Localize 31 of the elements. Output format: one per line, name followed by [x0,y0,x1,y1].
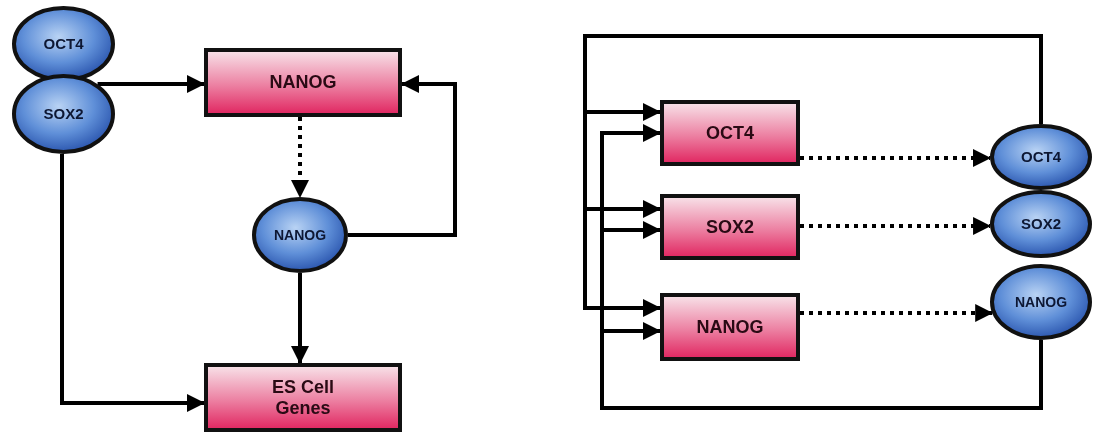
arrow [291,273,309,364]
protein-label: OCT4 [1021,148,1061,166]
protein-ellipse [990,190,1092,258]
gene-box [660,100,800,166]
protein-ellipse [252,197,348,273]
protein-label: NANOG [273,226,327,244]
protein-label: OCT4 [43,35,84,53]
gene-box [204,363,402,432]
arrow [97,75,205,93]
arrow [583,34,1043,317]
arrow [600,322,1043,410]
gene-label: NANOG [696,316,764,338]
protein-ellipse [12,74,115,154]
protein-label: NANOG [1014,293,1068,311]
dotted-arrow [800,304,994,322]
dotted-arrow [800,217,992,235]
gene-label: SOX2 [706,216,754,238]
protein-label: SOX2 [43,105,84,123]
gene-label: ES Cell Genes [271,376,335,419]
gene-label: OCT4 [706,122,754,144]
dotted-arrow [291,117,309,198]
protein-ellipse [990,264,1092,340]
gene-box [660,293,800,361]
arrow [60,154,205,412]
protein-label: SOX2 [1021,215,1061,233]
gene-box [204,48,402,117]
gene-label: NANOG [269,72,337,93]
arrow [348,75,457,237]
gene-box [660,194,800,260]
protein-ellipse [990,124,1092,190]
dotted-arrow [800,149,991,167]
